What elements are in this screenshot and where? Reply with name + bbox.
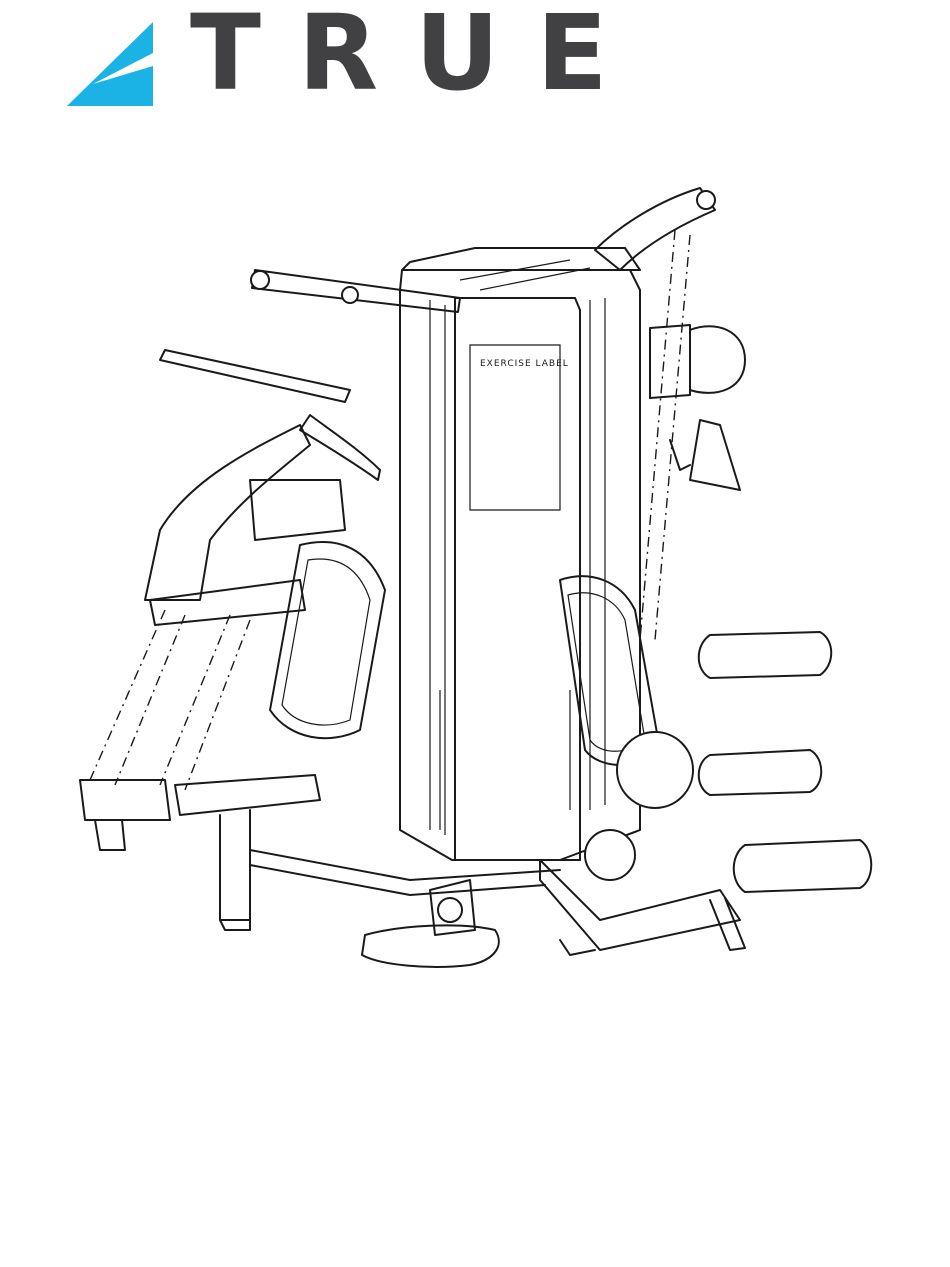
foot-plate [362,880,499,967]
brand-wordmark: TRUE [190,1,645,105]
high-pulley-arm [595,188,745,640]
press-station [80,270,460,850]
weight-stack-tower: EXERCISE LABEL [400,248,640,860]
gym-illustration: EXERCISE LABEL [0,170,950,990]
home-gym-drawing: EXERCISE LABEL [0,170,950,990]
true-logo: TRUE [60,15,580,110]
true-logo-mark-icon [65,18,160,110]
left-seat [175,542,560,930]
exercise-label: EXERCISE LABEL [480,359,569,369]
